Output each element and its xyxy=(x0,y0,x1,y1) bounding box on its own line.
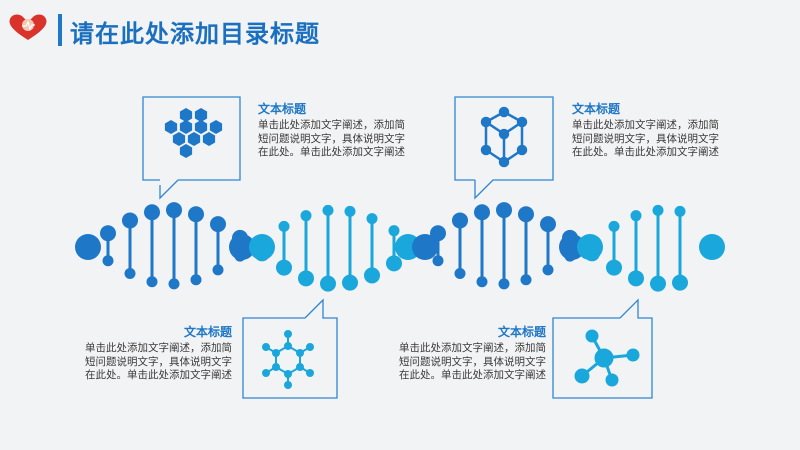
helix-bead xyxy=(188,206,204,223)
callout-frame-1 xyxy=(142,96,241,200)
callout-frame-3 xyxy=(242,298,338,399)
section-2-body: 单击此处添加文字阐述，添加简短问题说明文字，具体说明文字在此处。单击此处添加文字… xyxy=(572,119,719,158)
section-1: 文本标题 单击此处添加文字阐述，添加简短问题说明文字，具体说明文字在此处。单击此… xyxy=(258,100,408,160)
page-title: 请在此处添加目录标题 xyxy=(70,20,320,48)
hexagon-cell xyxy=(209,120,223,134)
hexagon-cell xyxy=(179,108,193,122)
callout-frame-2 xyxy=(454,96,554,200)
helix-bead xyxy=(386,255,402,272)
title-accent-bar xyxy=(58,14,62,46)
helix-bead xyxy=(276,259,292,276)
helix-node xyxy=(75,234,101,260)
helix-bead xyxy=(542,264,554,276)
section-1-body: 单击此处添加文字阐述，添加简短问题说明文字，具体说明文字在此处。单击此处添加文字… xyxy=(258,119,405,158)
helix-bead xyxy=(476,276,488,288)
helix-node xyxy=(559,234,585,260)
section-3: 文本标题 单击此处添加文字阐述，添加简短问题说明文字，具体说明文字在此处。单击此… xyxy=(82,323,232,383)
helix-bead xyxy=(144,204,160,221)
helix-bead xyxy=(628,270,644,287)
helix-bead xyxy=(344,205,356,217)
helix-bead xyxy=(496,202,512,219)
section-2-heading: 文本标题 xyxy=(572,102,621,116)
helix-bead xyxy=(430,225,446,242)
hexagon-cell xyxy=(194,120,208,134)
helix-bead xyxy=(652,204,664,216)
helix-bead xyxy=(322,204,334,216)
hexagon-cell xyxy=(194,108,208,122)
helix-bead xyxy=(388,225,400,237)
helix-bead xyxy=(630,210,642,222)
helix-bead xyxy=(498,278,510,290)
helix-bead xyxy=(650,275,666,292)
helix-bead xyxy=(608,220,620,232)
helix-bead xyxy=(212,264,224,276)
helix-bead xyxy=(102,255,114,267)
helix-bead xyxy=(320,275,336,292)
helix-bead xyxy=(300,210,312,222)
heart-logo-icon xyxy=(9,14,47,40)
helix-bead xyxy=(100,225,116,242)
helix-bead xyxy=(366,213,378,225)
helix-bead xyxy=(278,220,290,232)
hexagon-cell xyxy=(202,132,216,146)
section-3-body: 单击此处添加文字阐述，添加简短问题说明文字，具体说明文字在此处。单击此处添加文字… xyxy=(85,342,232,381)
cube-molecule-icon xyxy=(480,106,528,168)
helix-bead xyxy=(454,268,466,280)
hexagon-cell xyxy=(179,120,193,134)
helix-bead xyxy=(124,268,136,280)
helix-node xyxy=(577,234,603,260)
helix-bead xyxy=(122,212,138,229)
hexagon-cell xyxy=(172,132,186,146)
helix-bead xyxy=(298,270,314,287)
helix-bead xyxy=(364,267,380,284)
helix-bead xyxy=(342,274,358,291)
hexagon-cell xyxy=(187,132,201,146)
section-1-heading: 文本标题 xyxy=(258,102,307,116)
section-3-heading: 文本标题 xyxy=(183,325,232,339)
section-4-body: 单击此处添加文字阐述，添加简短问题说明文字，具体说明文字在此处。单击此处添加文字… xyxy=(399,342,546,381)
helix-bead xyxy=(452,212,468,229)
helix-bead xyxy=(520,274,532,286)
helix-bead xyxy=(540,216,556,233)
helix-node xyxy=(412,234,438,260)
helix-node xyxy=(699,234,725,260)
helix-node xyxy=(249,234,275,260)
helix-bead xyxy=(606,259,622,276)
helix-node xyxy=(229,234,255,260)
helix-bead xyxy=(146,276,158,288)
section-2: 文本标题 单击此处添加文字阐述，添加简短问题说明文字，具体说明文字在此处。单击此… xyxy=(572,100,722,160)
hexagon-cluster-icon xyxy=(164,108,223,158)
helix-bead xyxy=(210,216,226,233)
helix-bead xyxy=(166,202,182,219)
section-4: 文本标题 单击此处添加文字阐述，添加简短问题说明文字，具体说明文字在此处。单击此… xyxy=(396,323,546,383)
helix-bead xyxy=(432,255,444,267)
dna-helix xyxy=(75,202,725,292)
helix-bead xyxy=(674,205,686,217)
star-molecule-icon xyxy=(574,329,640,387)
hexagon-cell xyxy=(164,120,178,134)
callout-frame-4 xyxy=(552,298,653,399)
helix-bead xyxy=(672,274,688,291)
ring-molecule-icon xyxy=(262,330,314,389)
helix-bead xyxy=(518,206,534,223)
helix-bead xyxy=(190,274,202,286)
helix-bead xyxy=(168,278,180,290)
hexagon-cell xyxy=(179,144,193,158)
section-4-heading: 文本标题 xyxy=(497,325,546,339)
helix-bead xyxy=(474,204,490,221)
